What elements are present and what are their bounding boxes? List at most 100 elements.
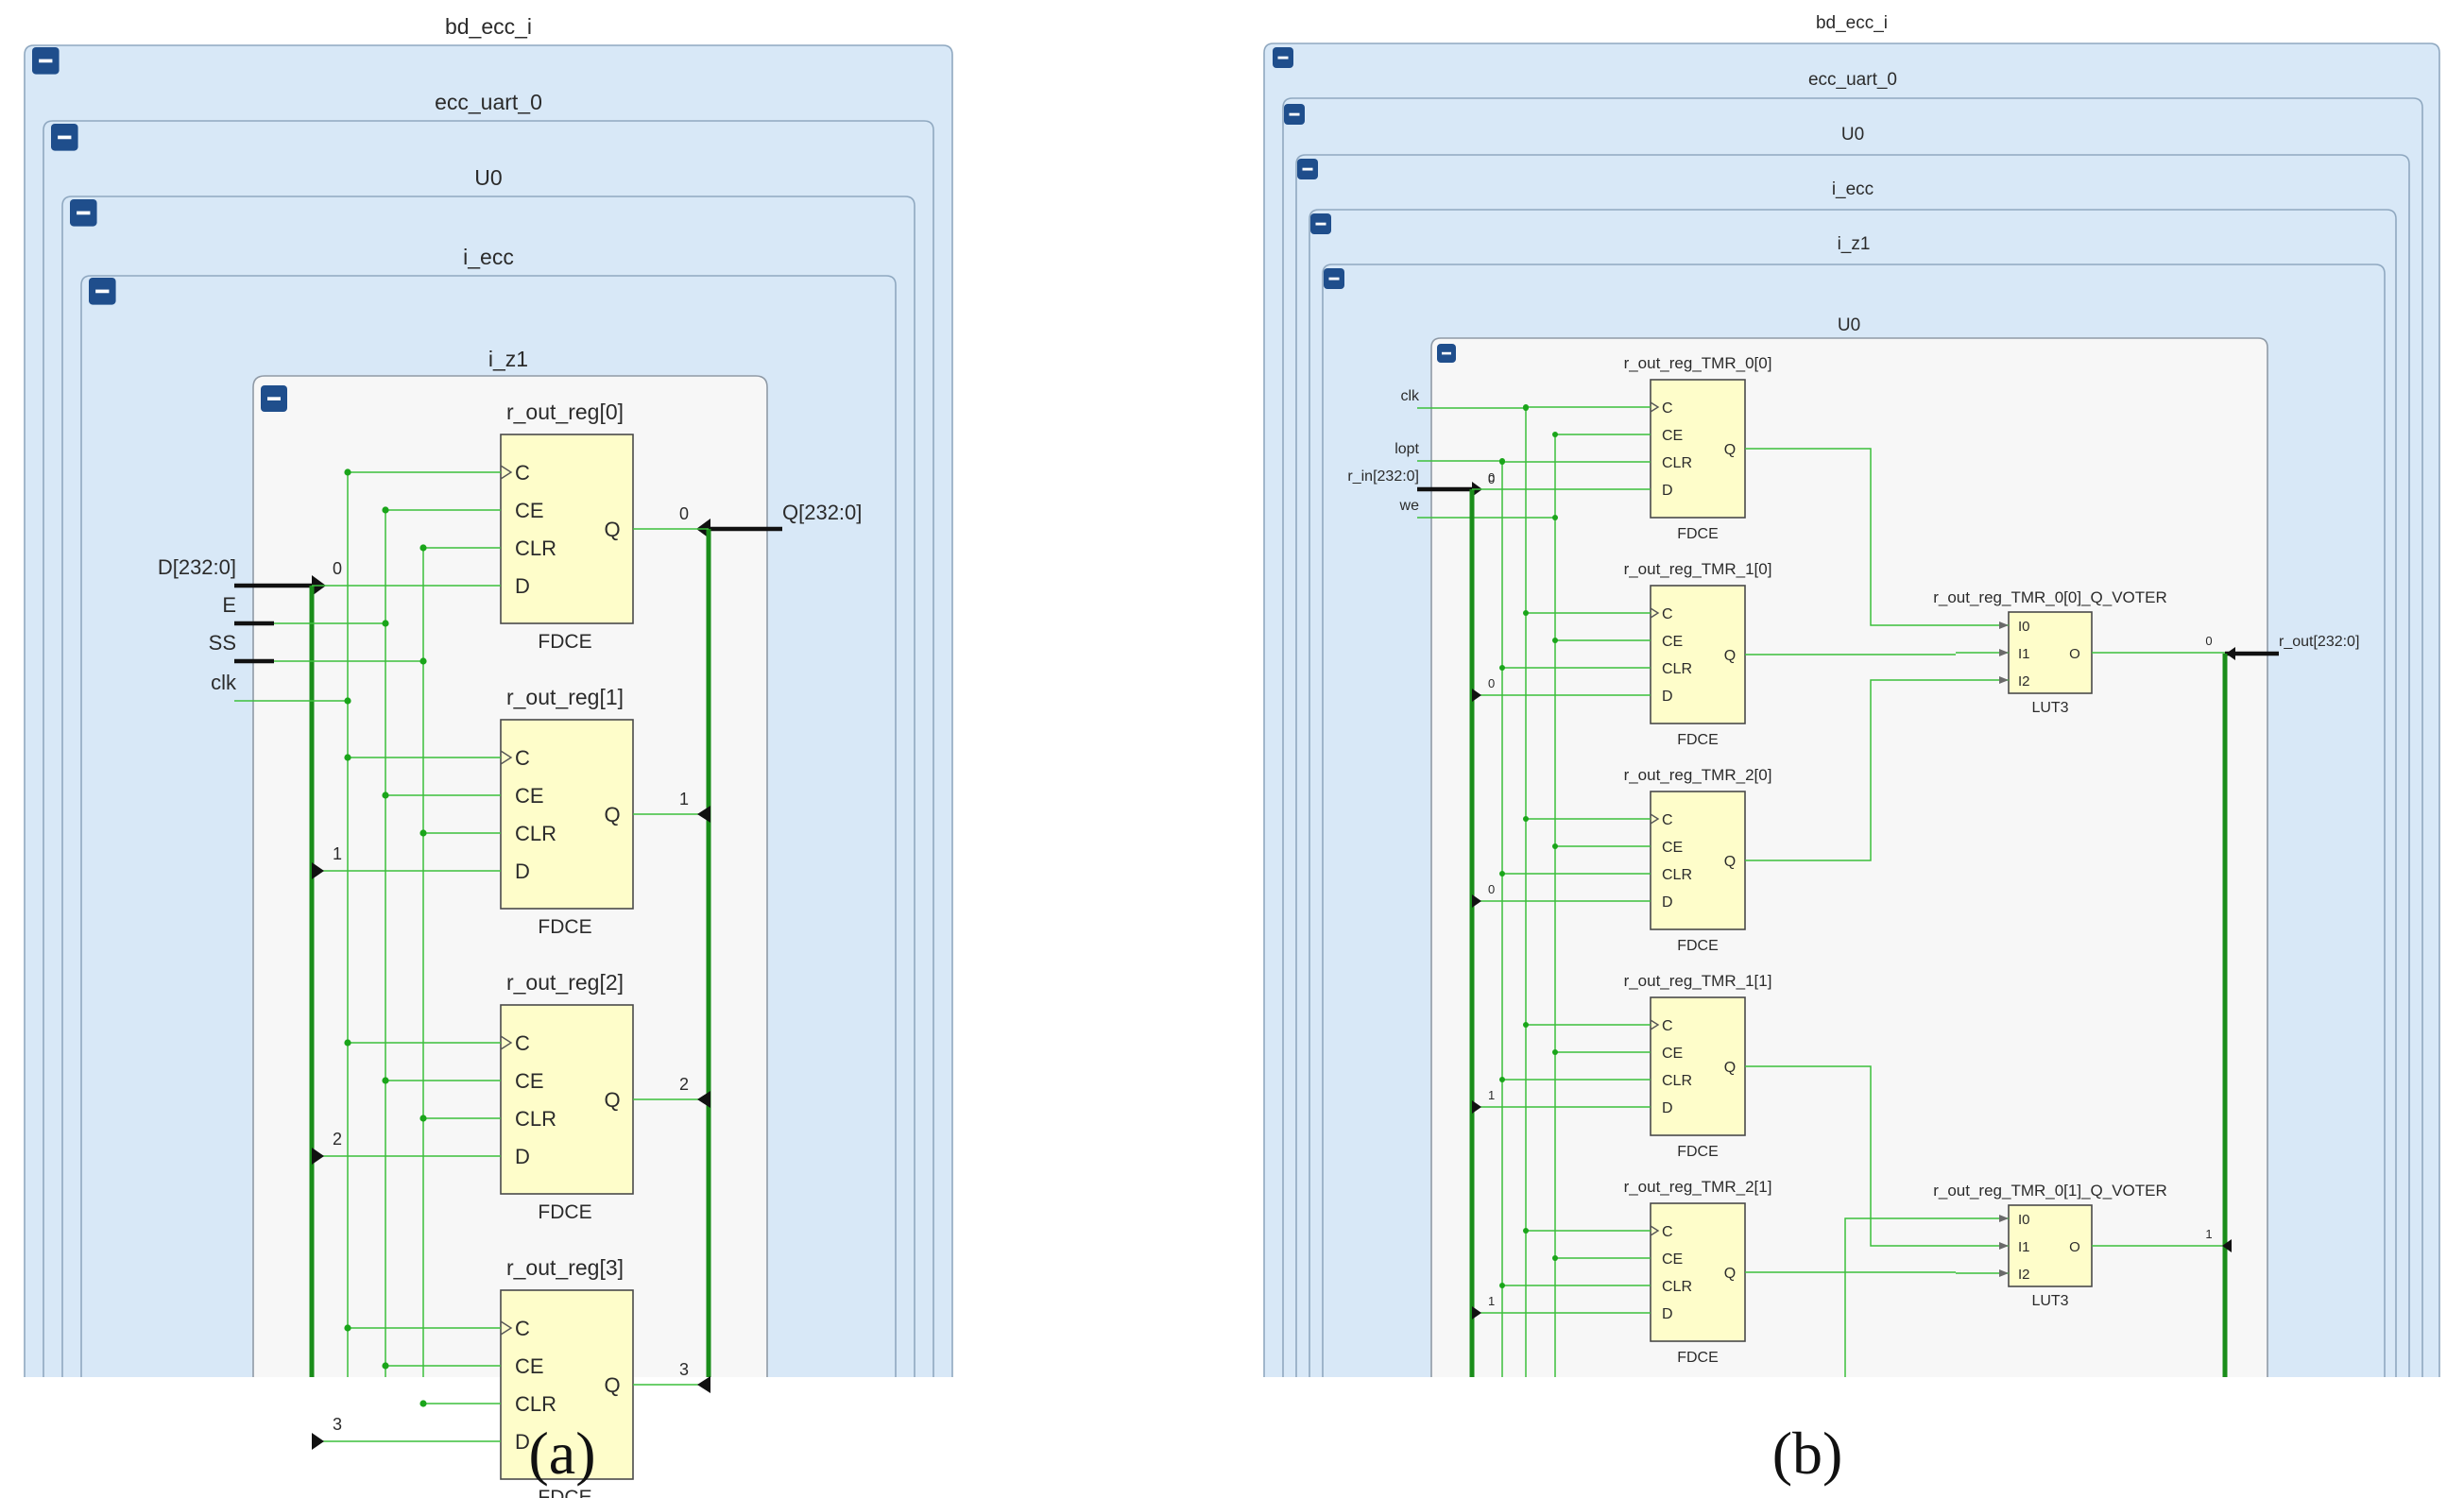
collapse-button[interactable] bbox=[1273, 47, 1293, 68]
voter-name: r_out_reg_TMR_0[1]_Q_VOTER bbox=[1933, 1182, 2167, 1200]
collapse-button[interactable] bbox=[70, 199, 97, 227]
bus-bit-label: 2 bbox=[679, 1075, 689, 1094]
clock-marker bbox=[1650, 1019, 1660, 1030]
pin-label: CE bbox=[1662, 840, 1683, 856]
pin-label: CLR bbox=[515, 822, 556, 845]
collapse-button[interactable] bbox=[1324, 268, 1344, 289]
collapse-button[interactable] bbox=[89, 278, 116, 305]
bus-bit-label: 0 bbox=[2205, 634, 2212, 648]
junction-dot bbox=[1499, 459, 1505, 465]
fdce-body bbox=[500, 1004, 634, 1195]
input-port-label: SS bbox=[209, 631, 236, 655]
cell-type: FDCE bbox=[1677, 1350, 1719, 1366]
minus-icon bbox=[1277, 56, 1289, 60]
input-tap-arrow bbox=[1472, 1100, 1481, 1114]
lut3-body bbox=[2008, 1204, 2093, 1287]
minus-icon bbox=[77, 211, 91, 215]
bus-bit-label: 3 bbox=[679, 1360, 689, 1379]
junction-dot bbox=[1552, 432, 1558, 437]
clock-marker bbox=[1650, 813, 1660, 825]
collapse-button[interactable] bbox=[32, 47, 60, 75]
minus-icon bbox=[1328, 277, 1340, 281]
collapse-button[interactable] bbox=[1437, 344, 1456, 363]
pin-label: Q bbox=[1724, 442, 1736, 458]
output-tap-arrow bbox=[697, 1091, 710, 1108]
cell-type: FDCE bbox=[1677, 526, 1719, 542]
pin-label: CLR bbox=[515, 1392, 556, 1416]
junction-dot bbox=[344, 468, 351, 476]
pin-label: O bbox=[2069, 1239, 2080, 1255]
pin-label: C bbox=[1662, 1018, 1673, 1034]
pin-label: O bbox=[2069, 646, 2080, 662]
fdce-body bbox=[1650, 379, 1746, 519]
junction-dot bbox=[1523, 816, 1529, 822]
input-tap-arrow bbox=[1472, 894, 1481, 908]
clock-marker bbox=[500, 465, 513, 480]
pin-arrow bbox=[1999, 1269, 2009, 1277]
pin-label: CE bbox=[515, 784, 544, 808]
pin-label: Q bbox=[604, 518, 620, 541]
collapse-button[interactable] bbox=[1310, 213, 1331, 234]
clock-marker bbox=[1650, 607, 1660, 619]
junction-dot bbox=[1523, 610, 1529, 616]
collapse-button[interactable] bbox=[261, 385, 287, 412]
junction-dot bbox=[419, 544, 427, 552]
output-tap-arrow bbox=[697, 806, 710, 823]
pin-label: I0 bbox=[2018, 619, 2030, 635]
leaf-module: U0 bbox=[1430, 315, 2268, 1377]
cell-type: FDCE bbox=[538, 1201, 591, 1223]
pin-label: D bbox=[515, 574, 530, 598]
minus-icon bbox=[1315, 222, 1326, 226]
clock-marker bbox=[500, 750, 513, 765]
minus-icon bbox=[1302, 167, 1313, 171]
fdce-body bbox=[500, 719, 634, 910]
pin-label: D bbox=[1662, 483, 1673, 499]
pin-label: Q bbox=[604, 1373, 620, 1397]
junction-dot bbox=[1499, 1283, 1505, 1288]
cell-name: r_out_reg[1] bbox=[506, 685, 624, 709]
junction-dot bbox=[344, 1039, 351, 1047]
pin-label: CLR bbox=[1662, 1279, 1692, 1295]
hierarchy-title: i_ecc bbox=[1832, 179, 1874, 199]
junction-dot bbox=[1552, 843, 1558, 849]
input-tap-arrow bbox=[1472, 1306, 1481, 1319]
collapse-button[interactable] bbox=[1297, 159, 1318, 179]
collapse-button[interactable] bbox=[1284, 104, 1305, 125]
input-port-label: we bbox=[1399, 498, 1420, 514]
cell-type: FDCE bbox=[538, 631, 591, 653]
pin-label: Q bbox=[604, 803, 620, 826]
cell-name: r_out_reg_TMR_0[0] bbox=[1624, 354, 1772, 372]
bus-bit-label: 1 bbox=[1488, 1088, 1495, 1102]
junction-dot bbox=[1499, 1077, 1505, 1082]
junction-dot bbox=[344, 697, 351, 705]
junction-dot bbox=[382, 1362, 389, 1370]
pin-label: D bbox=[515, 1430, 530, 1454]
minus-icon bbox=[1442, 351, 1451, 355]
pin-label: I0 bbox=[2018, 1212, 2030, 1228]
bus-bit-label: 3 bbox=[333, 1415, 342, 1434]
input-port-label: lopt bbox=[1395, 441, 1419, 457]
clock-marker bbox=[1650, 1225, 1660, 1236]
hierarchy-title: bd_ecc_i bbox=[445, 14, 532, 39]
bus-bit-label: 2 bbox=[333, 1130, 342, 1149]
fdce-body bbox=[1650, 996, 1746, 1136]
voter-type: LUT3 bbox=[2031, 1293, 2068, 1309]
input-port-label: clk bbox=[211, 671, 237, 694]
collapse-button[interactable] bbox=[51, 124, 78, 151]
minus-icon bbox=[39, 59, 53, 63]
hierarchy-title: U0 bbox=[474, 165, 502, 190]
pin-label: Q bbox=[1724, 854, 1736, 870]
pin-label: CE bbox=[1662, 1251, 1683, 1268]
junction-dot bbox=[1523, 1228, 1529, 1234]
pin-label: I1 bbox=[2018, 646, 2030, 662]
panel-b: bd_ecc_iecc_uart_0U0i_ecci_z1U0clkloptr_… bbox=[1263, 13, 2440, 1487]
clock-marker bbox=[500, 1035, 513, 1050]
cell-name: r_out_reg[0] bbox=[506, 400, 624, 424]
